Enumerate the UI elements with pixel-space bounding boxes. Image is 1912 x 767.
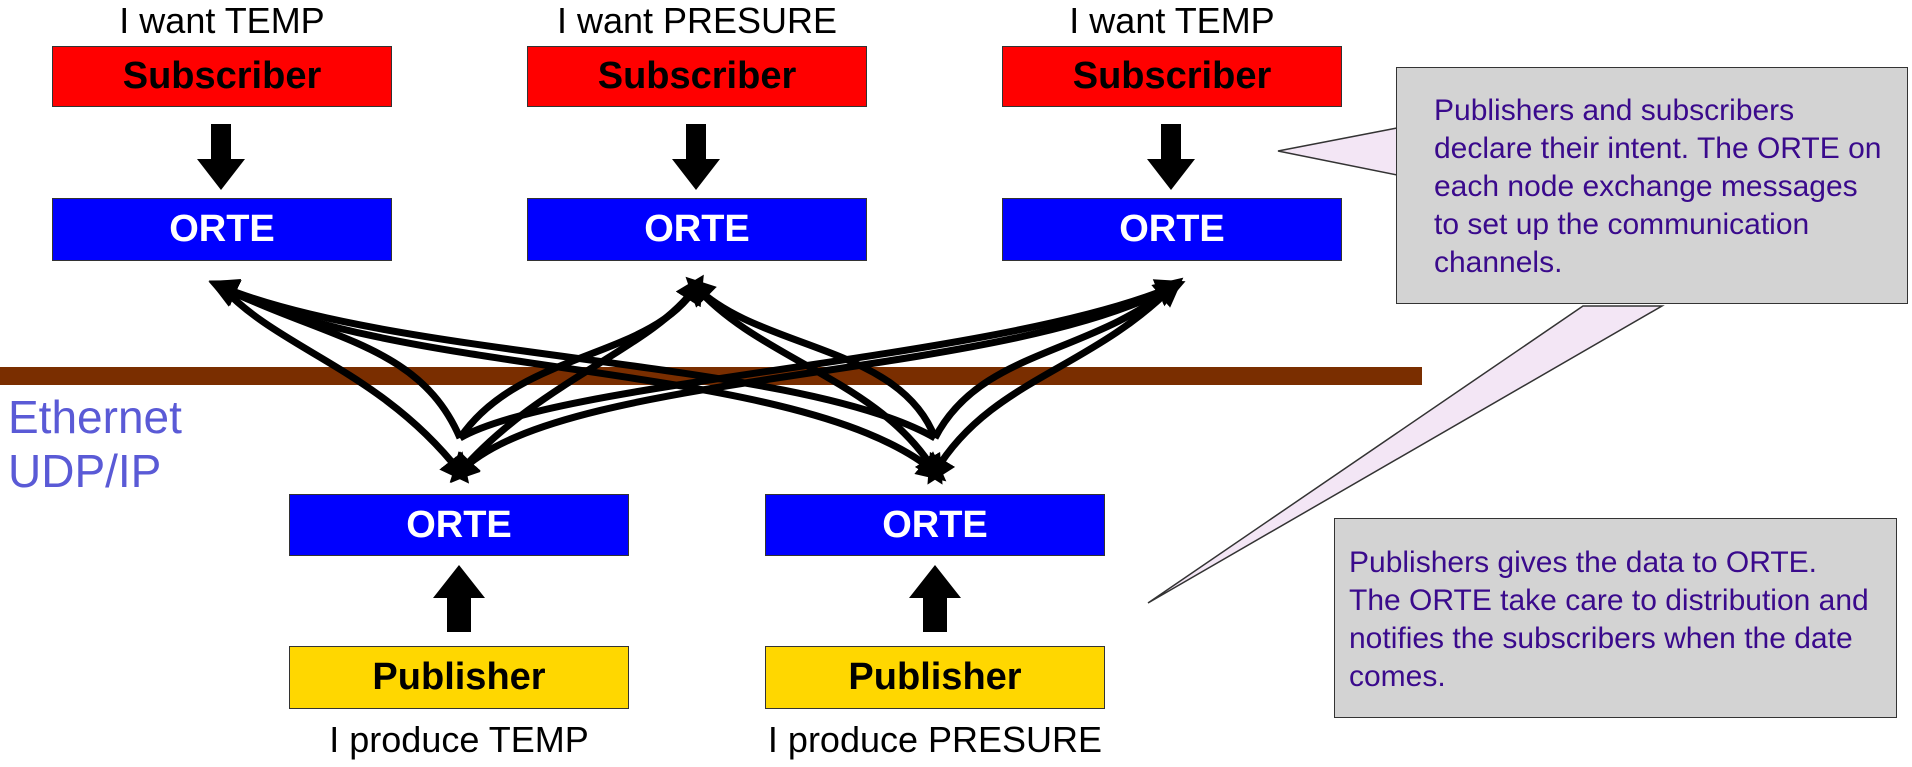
connection-arrows	[208, 274, 1186, 485]
callout-top-pointer	[1277, 127, 1398, 176]
arrow-up-icon	[433, 565, 485, 632]
arrow-up-icon	[909, 565, 961, 632]
subscriber-3-box: Subscriber	[1002, 46, 1342, 107]
publisher-1-produce-label: I produce TEMP	[329, 719, 589, 760]
network-label: Ethernet UDP/IP	[8, 390, 182, 498]
subscriber-3-orte-box: ORTE	[1002, 198, 1342, 261]
callout-top: Publishers and subscribers declare their…	[1396, 67, 1908, 304]
arrow-down-icon	[1147, 124, 1195, 190]
connection-curve	[208, 278, 937, 442]
subscriber-1-want-label: I want TEMP	[119, 0, 325, 41]
arrow-down-icon	[672, 124, 720, 190]
publisher-2-box: Publisher	[765, 646, 1105, 709]
callout-top-text: Publishers and subscribers declare their…	[1434, 94, 1882, 279]
connection-curve	[685, 276, 939, 440]
callout-bottom-text: Publishers gives the data to ORTE. The O…	[1349, 546, 1869, 693]
connection-curve	[208, 280, 464, 440]
arrow-down-icon	[197, 124, 245, 190]
subscriber-1-orte-box: ORTE	[52, 198, 392, 261]
callout-bottom-pointer	[1147, 305, 1665, 604]
network-label-line1: Ethernet	[8, 391, 182, 443]
connection-curve	[220, 283, 947, 482]
network-label-line2: UDP/IP	[8, 445, 162, 497]
connection-curve	[219, 284, 470, 484]
publisher-2-produce-label: I produce PRESURE	[767, 719, 1103, 760]
publisher-2-orte-box: ORTE	[765, 494, 1105, 556]
subscriber-2-orte-box: ORTE	[527, 198, 867, 261]
subscriber-1-box: Subscriber	[52, 46, 392, 107]
subscriber-2-box: Subscriber	[527, 46, 867, 107]
publisher-1-orte-box: ORTE	[289, 494, 629, 556]
connection-curve	[449, 283, 1174, 483]
connection-curve	[927, 284, 1175, 485]
callout-bottom: Publishers gives the data to ORTE. The O…	[1334, 518, 1897, 718]
connection-curve	[931, 277, 1184, 440]
publisher-1-box: Publisher	[289, 646, 629, 709]
subscriber-2-want-label: I want PRESURE	[556, 0, 838, 41]
subscriber-3-want-label: I want TEMP	[1069, 0, 1275, 41]
